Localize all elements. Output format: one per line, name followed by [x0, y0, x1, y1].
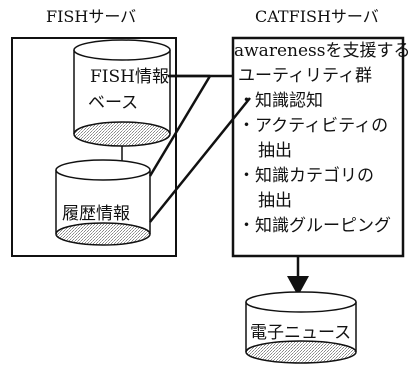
fish-info-base-cylinder	[73, 39, 171, 147]
fish-info-base-label-line2: ベース	[88, 93, 138, 113]
catfish-server-box	[231, 36, 405, 258]
catfish-box-line1: awarenessを支援する	[234, 41, 410, 61]
link-diagonal-1	[148, 75, 212, 177]
fish-server-title: FISHサーバ	[46, 7, 136, 26]
catfish-item-3-cont: 抽出	[258, 191, 292, 211]
fish-server-box	[11, 37, 177, 257]
history-info-cylinder	[55, 159, 151, 246]
catfish-server-title: CATFISHサーバ	[255, 7, 379, 26]
history-info-label: 履歴情報	[62, 204, 130, 224]
catfish-box-line2: ユーティリティ群	[238, 66, 372, 86]
link-diagonal-2	[149, 97, 251, 223]
news-db-cylinder	[245, 291, 357, 364]
catfish-item-1: ・知識認知	[238, 91, 323, 111]
arrow-down	[287, 256, 309, 296]
catfish-item-2: ・アクティビティの	[238, 116, 388, 136]
catfish-item-4: ・知識グルーピング	[238, 216, 391, 236]
news-db-label: 電子ニュース	[250, 323, 351, 343]
catfish-item-3: ・知識カテゴリの	[238, 165, 374, 186]
catfish-item-2-cont: 抽出	[258, 141, 292, 161]
fish-info-base-label-line1: FISH情報	[90, 67, 169, 87]
